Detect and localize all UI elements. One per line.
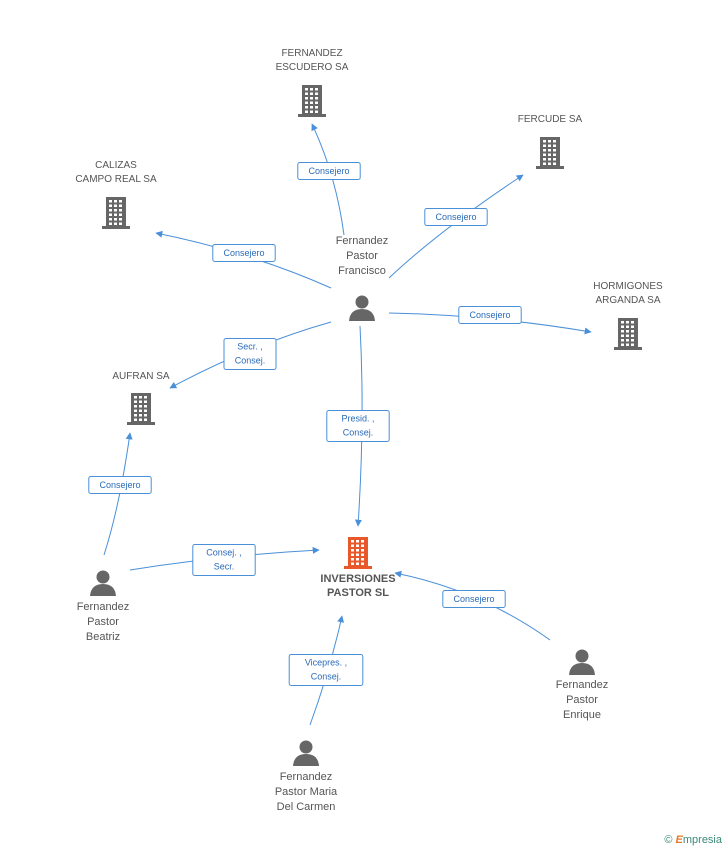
node-label: Del Carmen (277, 801, 336, 813)
brand-name: mpresia (682, 834, 722, 846)
relation-label[interactable]: Consej. , Secr. (192, 544, 256, 576)
company-node-inversiones[interactable]: INVERSIONES PASTOR SL (320, 537, 396, 599)
relation-label-text: Consejero (308, 166, 349, 176)
company-node-hormigones[interactable]: HORMIGONES ARGANDA SA (593, 281, 663, 350)
node-label: Pastor (346, 250, 378, 262)
edge-line (388, 174, 524, 279)
building-icon[interactable] (344, 537, 372, 569)
node-label: CALIZAS (95, 160, 137, 171)
edge-p-beatriz-to-inversiones: Consej. , Secr. (129, 544, 320, 576)
relation-label[interactable]: Presid. , Consej. (326, 410, 390, 442)
relation-label[interactable]: Consejero (297, 162, 361, 180)
nodes-layer: FERNANDEZ ESCUDERO SA FERCUDE SA CALIZAS CAM… (75, 48, 663, 813)
relation-label-box[interactable] (192, 544, 256, 576)
edges-layer: ConsejeroConsejeroConsejeroConsejeroSecr… (88, 123, 592, 726)
relation-label-box[interactable] (88, 476, 152, 494)
node-label: PASTOR SL (327, 587, 389, 599)
node-label: Pastor (87, 616, 119, 628)
building-icon[interactable] (127, 393, 155, 425)
node-label: ARGANDA SA (595, 295, 660, 306)
relation-label[interactable]: Consejero (442, 590, 506, 608)
relation-label-text: Consej. (235, 356, 266, 366)
relation-label-text: Secr. , (237, 342, 263, 352)
node-label: Enrique (563, 709, 601, 721)
building-icon[interactable] (614, 318, 642, 350)
edge-p-francisco-to-calizas: Consejero (155, 230, 332, 289)
relation-label-box[interactable] (424, 208, 488, 226)
relation-label[interactable]: Consejero (212, 244, 276, 262)
edge-p-francisco-to-fernandez-escudero: Consejero (297, 123, 361, 236)
edge-p-enrique-to-inversiones: Consejero (394, 570, 551, 641)
relation-label-text: Presid. , (341, 414, 374, 424)
node-label: INVERSIONES (320, 573, 395, 585)
relation-label-text: Consej. , (206, 548, 242, 558)
building-icon[interactable] (536, 137, 564, 169)
relation-label-box[interactable] (458, 306, 522, 324)
node-label: Pastor Maria (275, 786, 338, 798)
company-node-aufran[interactable]: AUFRAN SA (112, 371, 170, 425)
person-icon[interactable] (293, 740, 319, 767)
relation-label-text: Consejero (99, 480, 140, 490)
watermark: © Empresia (664, 834, 722, 846)
relation-label[interactable]: Consejero (88, 476, 152, 494)
node-label: Fernandez (336, 235, 389, 247)
node-label: Fernandez (280, 771, 333, 783)
node-label: Fernandez (556, 679, 609, 691)
relation-label-box[interactable] (223, 338, 277, 370)
node-label: Fernandez (77, 601, 130, 613)
relation-label-text: Consej. (343, 428, 374, 438)
edge-line (103, 432, 133, 556)
node-label: CAMPO REAL SA (75, 174, 157, 185)
node-label: ESCUDERO SA (276, 62, 349, 73)
brand-initial: E (675, 834, 683, 846)
node-label: FERNANDEZ (281, 48, 342, 59)
building-icon[interactable] (298, 85, 326, 117)
relation-label-text: Vicepres. , (305, 658, 347, 668)
relation-label-text: Consejero (223, 248, 264, 258)
person-icon[interactable] (569, 649, 595, 676)
node-label: Pastor (566, 694, 598, 706)
relation-label-text: Consejero (469, 310, 510, 320)
node-label: FERCUDE SA (518, 114, 583, 125)
relation-label-box[interactable] (288, 654, 364, 686)
relation-label-text: Consejero (435, 212, 476, 222)
node-label: Francisco (338, 265, 386, 277)
relation-label-box[interactable] (442, 590, 506, 608)
node-label: AUFRAN SA (112, 371, 170, 382)
edge-p-francisco-to-hormigones: Consejero (388, 306, 592, 335)
relation-label[interactable]: Secr. , Consej. (223, 338, 277, 370)
relation-label[interactable]: Consejero (458, 306, 522, 324)
edge-p-francisco-to-inversiones: Presid. , Consej. (326, 325, 390, 527)
edge-p-francisco-to-aufran: Secr. , Consej. (169, 321, 332, 389)
relation-label-box[interactable] (212, 244, 276, 262)
relation-label[interactable]: Consejero (424, 208, 488, 226)
relation-label-box[interactable] (297, 162, 361, 180)
building-icon[interactable] (102, 197, 130, 229)
relation-label-box[interactable] (326, 410, 390, 442)
relation-label-text: Secr. (214, 562, 235, 572)
node-label: Beatriz (86, 631, 120, 643)
company-node-fernandez-escudero[interactable]: FERNANDEZ ESCUDERO SA (276, 48, 349, 117)
relation-label-text: Consej. (311, 672, 342, 682)
relation-label-text: Consejero (453, 594, 494, 604)
company-node-fercude[interactable]: FERCUDE SA (518, 114, 583, 169)
person-icon[interactable] (90, 570, 116, 597)
company-node-calizas[interactable]: CALIZAS CAMPO REAL SA (75, 160, 157, 229)
copyright-symbol: © (664, 834, 673, 846)
edge-p-carmen-to-inversiones: Vicepres. , Consej. (288, 615, 364, 726)
person-icon[interactable] (349, 295, 375, 322)
node-label: HORMIGONES (593, 281, 663, 292)
edge-p-beatriz-to-aufran: Consejero (88, 432, 152, 556)
edge-p-francisco-to-fercude: Consejero (388, 174, 524, 279)
relation-label[interactable]: Vicepres. , Consej. (288, 654, 364, 686)
